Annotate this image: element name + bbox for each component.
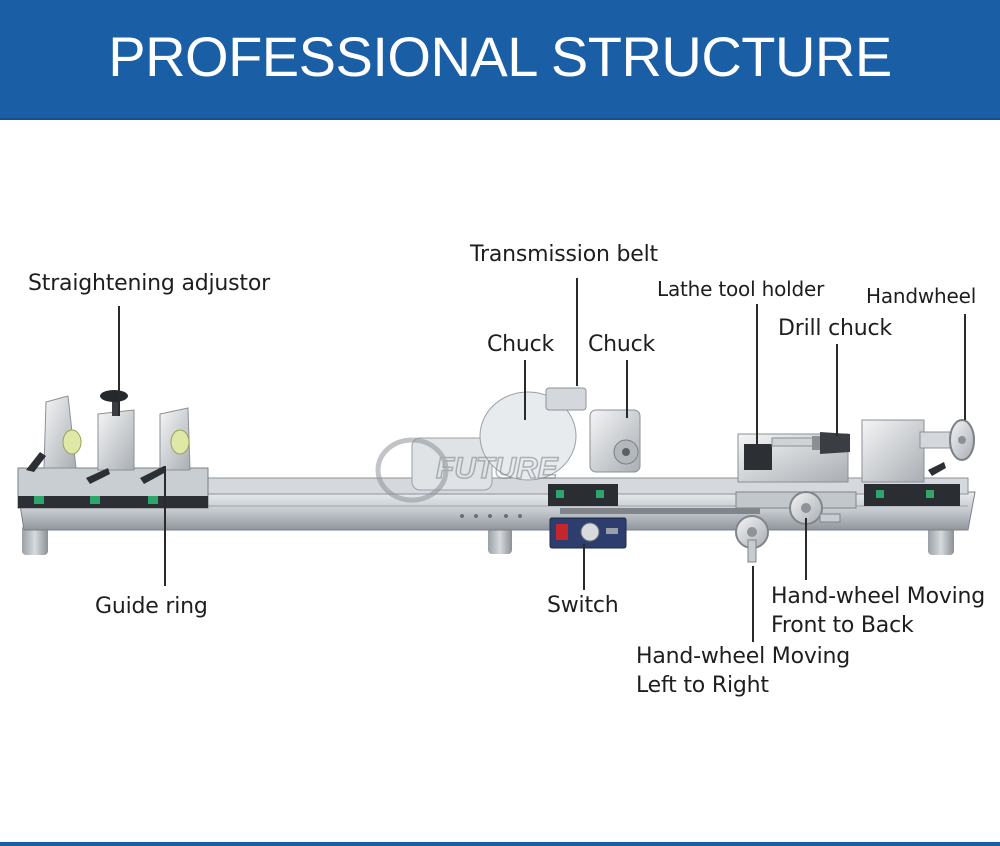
label-switch: Switch [547,593,619,618]
label-handwheel: Handwheel [866,284,977,308]
drill-chuck [812,432,850,454]
leader-lathe-tool-holder [756,304,758,444]
label-handwheel-left-right-1: Hand-wheel Moving [636,644,851,669]
straightening-unit [17,390,209,509]
leader-straightening-adjustor [118,306,120,416]
leader-chuck-right [626,360,628,418]
label-handwheel-front-back-1: Hand-wheel Moving [771,584,986,609]
machine-legs [22,525,954,555]
hand-wheels [735,491,841,563]
leader-chuck-left [524,360,526,420]
svg-text:FUTURE: FUTURE [436,452,559,485]
label-chuck-right: Chuck [588,332,656,357]
leader-guide-ring [164,466,166,586]
label-transmission-belt: Transmission belt [470,242,658,267]
label-straightening-adjustor: Straightening adjustor [28,271,270,296]
leader-drill-chuck [836,344,838,436]
header-banner: PROFESSIONAL STRUCTURE [0,0,1000,118]
motor-headstock [411,387,641,506]
leader-switch [583,544,585,590]
label-lathe-tool-holder: Lathe tool holder [657,277,825,301]
switch-box [549,517,627,549]
label-guide-ring: Guide ring [95,594,208,619]
leader-handwheel-left-right [752,566,754,642]
label-handwheel-front-back-2: Front to Back [771,613,914,638]
label-handwheel-left-right-2: Left to Right [636,673,769,698]
leader-handwheel-front-back [805,518,807,580]
leader-handwheel [964,314,966,420]
label-drill-chuck: Drill chuck [778,316,892,341]
bottom-border [0,842,1000,846]
leader-transmission-belt [576,278,578,386]
page-title: PROFESSIONAL STRUCTURE [108,25,892,88]
brand-watermark: FUTURE [375,437,559,503]
label-chuck-left: Chuck [487,332,555,357]
tailstock [861,419,975,506]
